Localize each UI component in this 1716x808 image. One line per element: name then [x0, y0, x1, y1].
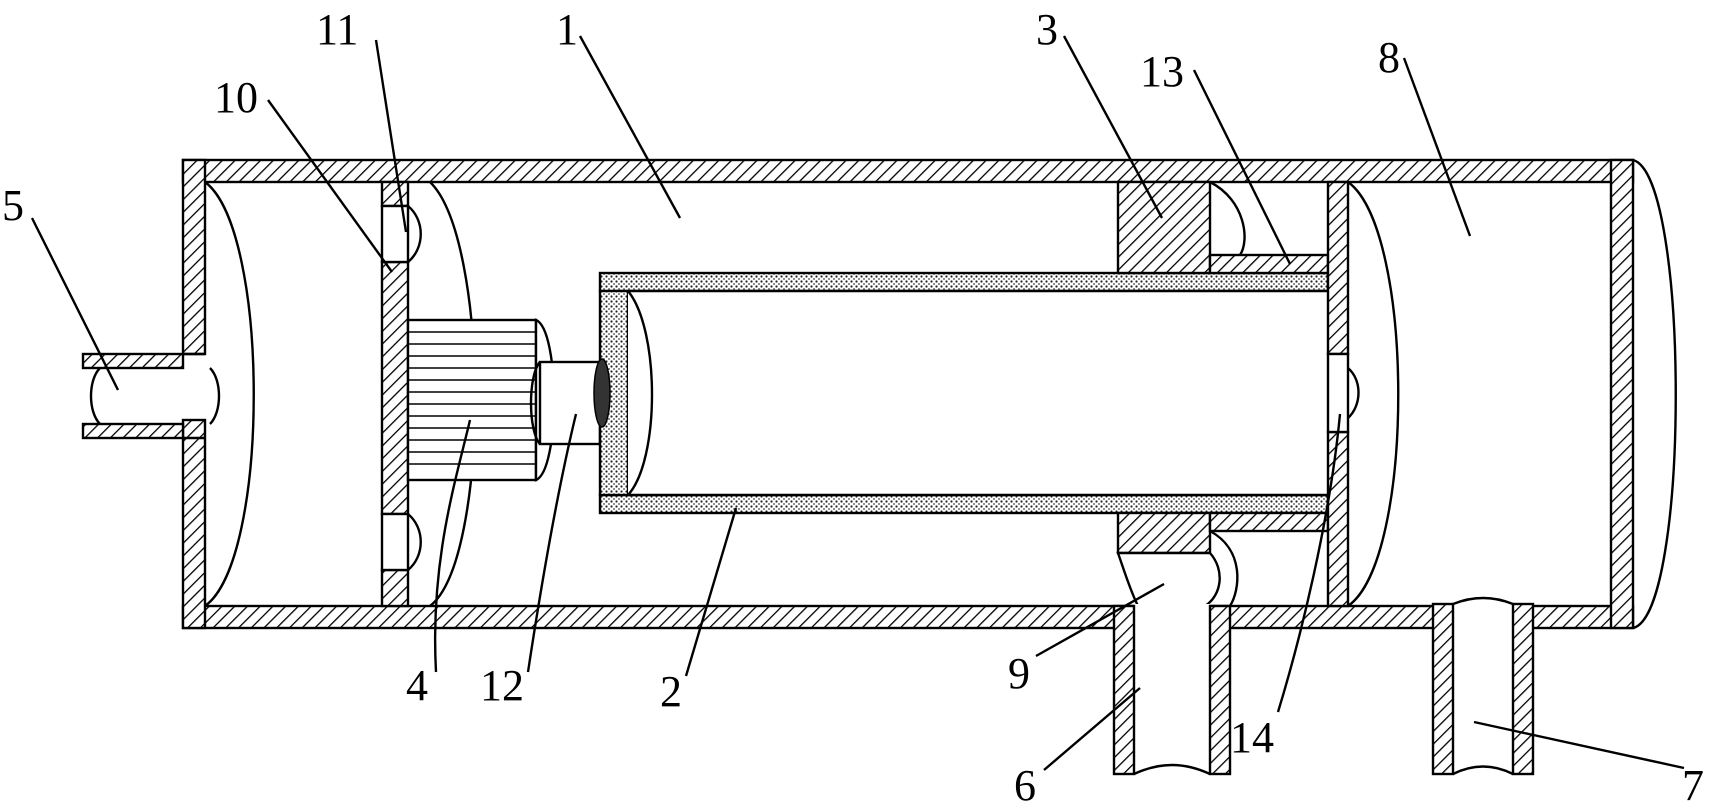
right-partition-lower	[1326, 430, 1350, 608]
housing-right-wall	[1609, 158, 1635, 630]
label-12: 12	[480, 661, 524, 710]
label-10: 10	[214, 73, 258, 122]
right-chamber-arc	[1347, 181, 1400, 607]
shaft-coupling	[593, 358, 611, 428]
filter-cylinder	[593, 271, 1330, 515]
lower-seal-block	[1116, 511, 1212, 555]
partition-bottom	[380, 568, 410, 608]
lower-sleeve	[1208, 511, 1330, 533]
label-5: 5	[2, 181, 24, 230]
inlet-pipe-bottom-wall	[81, 422, 185, 440]
seal-block	[1116, 180, 1330, 608]
label-4: 4	[406, 661, 428, 710]
label-8: 8	[1378, 33, 1400, 82]
leader-4	[433, 419, 472, 673]
partition-middle	[380, 260, 410, 516]
pipe-7-left-wall	[1431, 602, 1455, 776]
partition-plate	[380, 180, 477, 608]
drive-shaft	[538, 360, 602, 446]
upper-sleeve	[1208, 253, 1330, 275]
leader-9	[1035, 582, 1165, 658]
leader-11	[374, 39, 408, 233]
rotor-body	[406, 318, 538, 482]
outlet-pipe-6	[1112, 604, 1232, 776]
leader-13	[1192, 69, 1292, 265]
partition-top	[380, 180, 410, 208]
label-11: 11	[316, 5, 358, 54]
right-partition	[1326, 180, 1400, 608]
label-3: 3	[1036, 5, 1058, 54]
pipe-6-left-wall	[1112, 604, 1136, 776]
pipe-6-right-wall	[1208, 604, 1232, 776]
lower-port	[380, 512, 410, 572]
housing-top-wall	[181, 158, 1635, 184]
label-14: 14	[1230, 713, 1274, 762]
leader-5	[30, 217, 120, 391]
bearing	[1326, 352, 1350, 434]
right-partition-upper	[1326, 180, 1350, 356]
leader-1	[578, 35, 682, 219]
rotor-fins	[408, 331, 536, 465]
leader-10	[267, 99, 393, 273]
outer-housing	[181, 158, 1677, 630]
leader-7	[1473, 720, 1685, 770]
filter-inner-arc	[627, 290, 654, 496]
inlet-pipe-end	[89, 367, 101, 425]
housing-bottom-wall	[181, 604, 1635, 630]
label-13: 13	[1140, 47, 1184, 96]
label-9: 9	[1008, 649, 1030, 698]
label-6: 6	[1014, 761, 1036, 808]
leader-6	[1043, 687, 1141, 771]
leader-lines	[30, 35, 1685, 771]
label-1: 1	[556, 5, 578, 54]
housing-left-wall-upper	[181, 158, 207, 356]
label-7: 7	[1682, 761, 1704, 808]
part-labels: 5 10 11 1 3 13 8 4 12 2 9 6 14 7	[2, 5, 1704, 808]
sleeve-upper-arc	[1209, 180, 1246, 256]
filter-bottom-wall	[598, 493, 1330, 515]
leader-3	[1062, 35, 1164, 219]
right-end-cap	[1632, 158, 1677, 630]
upper-seal-block	[1116, 180, 1212, 275]
inlet-pipe-top-wall	[81, 352, 185, 370]
outlet-pipe-7	[1431, 596, 1535, 776]
label-2: 2	[660, 667, 682, 716]
filter-top-wall	[598, 271, 1330, 293]
leader-2	[684, 507, 738, 677]
leader-8	[1402, 57, 1472, 237]
pipe-7-right-wall	[1511, 602, 1535, 776]
housing-left-wall-lower	[181, 418, 207, 630]
left-chamber-arc	[204, 181, 255, 607]
inlet-pipe	[81, 352, 221, 440]
leader-12	[526, 413, 578, 673]
flow-passage	[1116, 551, 1221, 608]
motor-rotor	[406, 318, 602, 482]
leader-14	[1276, 413, 1342, 713]
